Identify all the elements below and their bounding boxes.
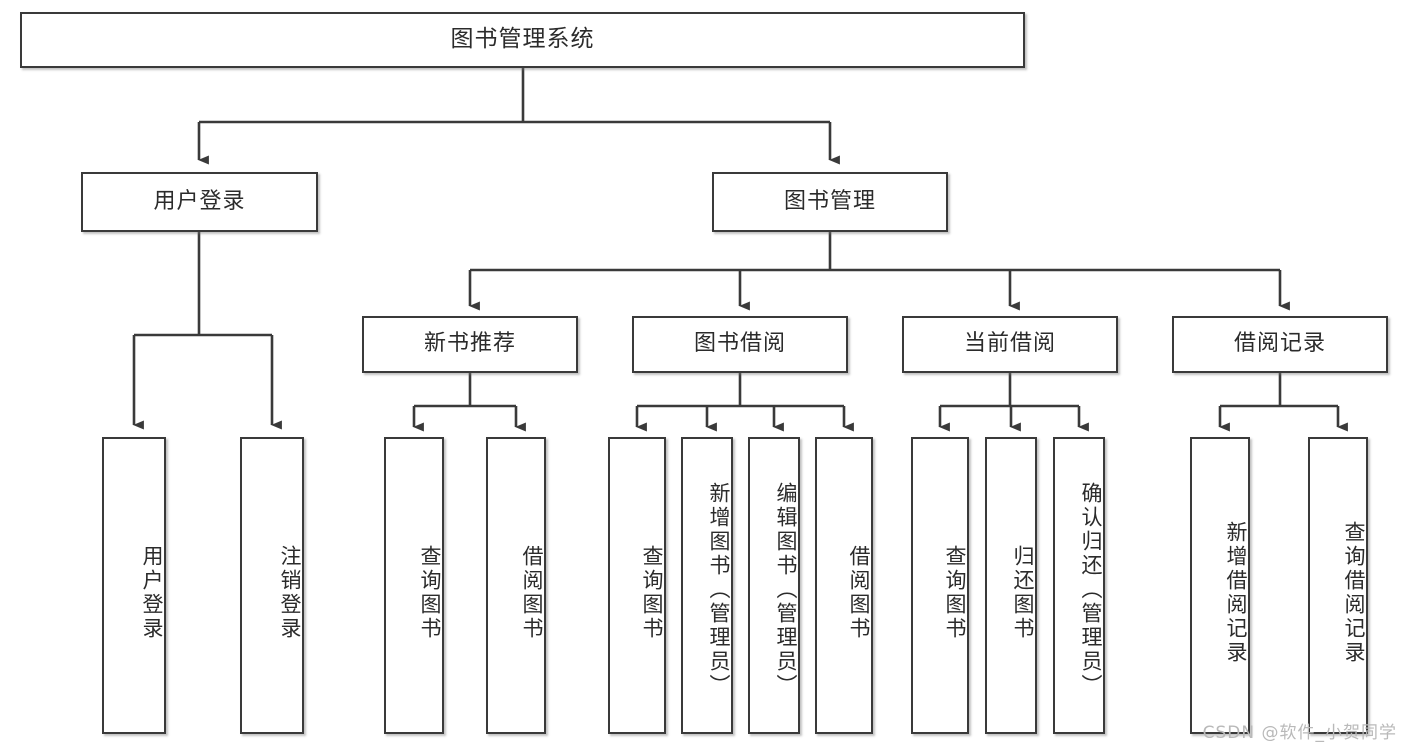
node-label: 注销登录 [278, 544, 302, 641]
node-label: 图书借阅 [693, 331, 786, 357]
leaf-user-logout[interactable]: 注销登录 [240, 437, 304, 734]
node-label: 查询图书 [640, 544, 664, 641]
leaf-user-login[interactable]: 用户登录 [102, 437, 166, 734]
watermark-text: CSDN @软件_小贺同学 [1202, 723, 1397, 743]
node-label: 归还图书 [1011, 544, 1035, 641]
node-label: 借阅图书 [847, 544, 871, 641]
leaf-query-book-current[interactable]: 查询图书 [911, 437, 969, 734]
leaf-confirm-return-admin[interactable]: 确认归还（管理员） [1053, 437, 1105, 734]
node-label: 新增图书（管理员） [707, 481, 731, 698]
node-label: 用户登录 [140, 544, 164, 641]
node-root-system[interactable]: 图书管理系统 [20, 12, 1025, 68]
node-new-book-recommend[interactable]: 新书推荐 [362, 316, 578, 373]
node-label: 借阅图书 [520, 544, 544, 641]
leaf-query-book-recommend[interactable]: 查询图书 [384, 437, 444, 734]
node-book-borrow[interactable]: 图书借阅 [632, 316, 848, 373]
node-book-management[interactable]: 图书管理 [712, 172, 948, 232]
leaf-query-book[interactable]: 查询图书 [608, 437, 666, 734]
node-label: 确认归还（管理员） [1079, 481, 1103, 698]
node-label: 新书推荐 [423, 331, 516, 357]
node-label: 图书管理 [783, 188, 876, 214]
node-label: 查询图书 [418, 544, 442, 641]
leaf-query-borrow-record[interactable]: 查询借阅记录 [1308, 437, 1368, 734]
node-current-borrow[interactable]: 当前借阅 [902, 316, 1118, 373]
leaf-add-book-admin[interactable]: 新增图书（管理员） [681, 437, 733, 734]
node-label: 新增借阅记录 [1224, 520, 1248, 665]
leaf-borrow-book[interactable]: 借阅图书 [815, 437, 873, 734]
leaf-add-borrow-record[interactable]: 新增借阅记录 [1190, 437, 1250, 734]
leaf-return-book[interactable]: 归还图书 [985, 437, 1037, 734]
node-user-login[interactable]: 用户登录 [81, 172, 318, 232]
node-borrow-records[interactable]: 借阅记录 [1172, 316, 1388, 373]
node-label: 查询图书 [943, 544, 967, 641]
node-label: 编辑图书（管理员） [774, 481, 798, 698]
node-label: 查询借阅记录 [1342, 520, 1366, 665]
node-label: 借阅记录 [1233, 331, 1326, 357]
node-label: 用户登录 [153, 188, 246, 214]
leaf-edit-book-admin[interactable]: 编辑图书（管理员） [748, 437, 800, 734]
node-label: 当前借阅 [963, 331, 1056, 357]
node-label: 图书管理系统 [450, 26, 595, 53]
leaf-borrow-book-recommend[interactable]: 借阅图书 [486, 437, 546, 734]
